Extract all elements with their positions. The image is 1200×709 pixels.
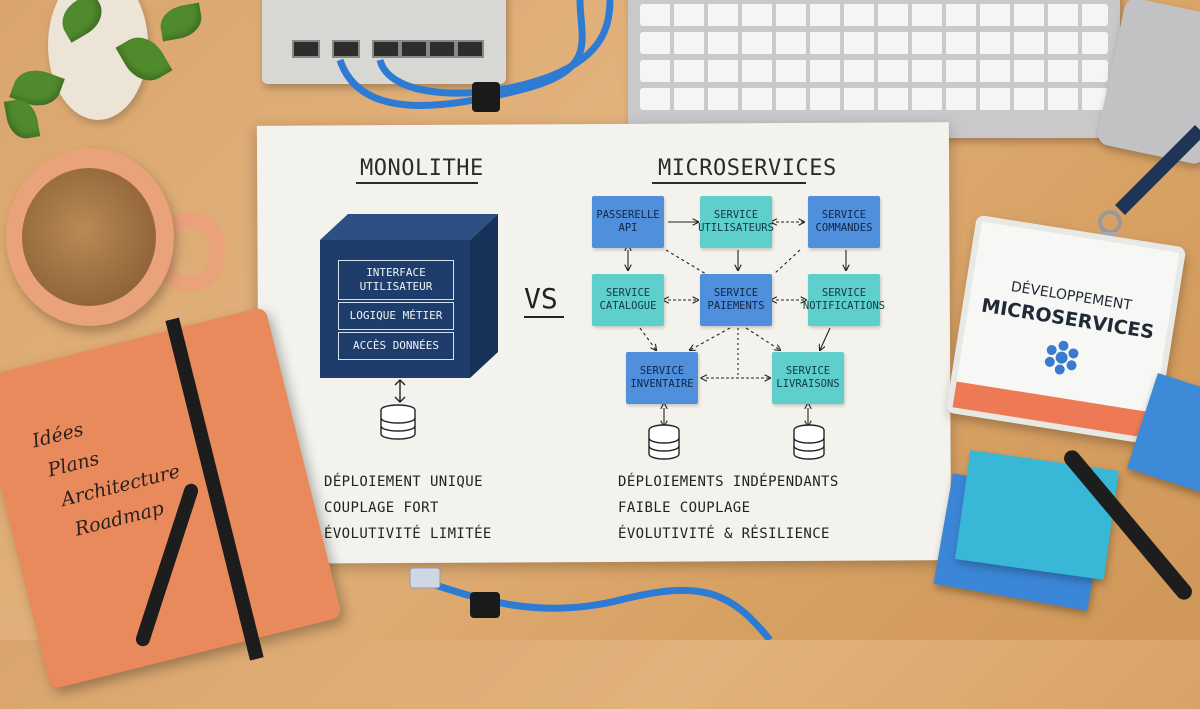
microservices-title-underline bbox=[652, 182, 806, 184]
key-row bbox=[640, 88, 1108, 110]
monolith-title: MONOLITHE bbox=[360, 156, 484, 181]
microservices-title: MICROSERVICES bbox=[658, 156, 837, 181]
ethernet-port bbox=[428, 40, 456, 58]
sticky-note bbox=[955, 450, 1119, 580]
monolith-title-underline bbox=[356, 182, 478, 184]
key-row bbox=[640, 60, 1108, 82]
monolith-bullet: COUPLAGE FORT bbox=[324, 500, 439, 516]
microservices-bullet: FAIBLE COUPLAGE bbox=[618, 500, 751, 516]
service-users: SERVICE UTILISATEURS bbox=[698, 196, 774, 248]
database-icon bbox=[793, 424, 825, 460]
microservices-bullet: DÉPLOIEMENTS INDÉPENDANTS bbox=[618, 474, 839, 490]
key-row bbox=[640, 32, 1108, 54]
hexagon-cluster-icon bbox=[1044, 340, 1079, 375]
microservices-bullet: ÉVOLUTIVITÉ & RÉSILIENCE bbox=[618, 526, 830, 542]
ethernet-port bbox=[400, 40, 428, 58]
service-orders: SERVICE COMMANDES bbox=[808, 196, 880, 248]
ethernet-port bbox=[456, 40, 484, 58]
ethernet-cable-top bbox=[336, 0, 614, 112]
monolith-block: INTERFACE UTILISATEUR LOGIQUE MÉTIER ACC… bbox=[320, 240, 470, 378]
double-arrow-icon bbox=[394, 379, 406, 403]
plant-leaf bbox=[157, 2, 205, 42]
microservices-connections bbox=[580, 190, 900, 450]
service-payments: SERVICE PAIEMENTS bbox=[700, 274, 772, 326]
notebook-line: Idées bbox=[29, 418, 86, 453]
ethernet-cable-bottom bbox=[409, 567, 773, 640]
layer-ui: INTERFACE UTILISATEUR bbox=[338, 260, 454, 300]
versus-label: VS bbox=[524, 282, 558, 315]
versus-underline bbox=[524, 316, 564, 318]
key-row bbox=[640, 4, 1108, 26]
database-icon bbox=[380, 404, 416, 440]
service-inventory: SERVICE INVENTAIRE bbox=[626, 352, 698, 404]
monolith-bullet: DÉPLOIEMENT UNIQUE bbox=[324, 474, 483, 490]
layer-data-access: ACCÈS DONNÉES bbox=[338, 332, 454, 360]
service-gateway: PASSERELLE API bbox=[592, 196, 664, 248]
keyboard bbox=[628, 0, 1120, 138]
service-catalog: SERVICE CATALOGUE bbox=[592, 274, 664, 326]
ethernet-port bbox=[332, 40, 360, 58]
ethernet-port bbox=[292, 40, 320, 58]
ethernet-port bbox=[372, 40, 400, 58]
notebook-line: Plans bbox=[45, 447, 102, 482]
network-switch bbox=[262, 0, 506, 84]
service-notifications: SERVICE NOTIFICATIONS bbox=[803, 274, 885, 326]
monolith-cube-3d bbox=[320, 214, 498, 378]
conference-badge: DÉVELOPPEMENT MICROSERVICES bbox=[945, 214, 1187, 446]
coffee bbox=[22, 168, 156, 306]
notebook-elastic-band bbox=[165, 317, 264, 661]
layer-business: LOGIQUE MÉTIER bbox=[338, 302, 454, 330]
database-icon bbox=[648, 424, 680, 460]
badge-accent-strip bbox=[952, 381, 1155, 439]
service-deliveries: SERVICE LIVRAISONS bbox=[772, 352, 844, 404]
monolith-bullet: ÉVOLUTIVITÉ LIMITÉE bbox=[324, 526, 492, 542]
